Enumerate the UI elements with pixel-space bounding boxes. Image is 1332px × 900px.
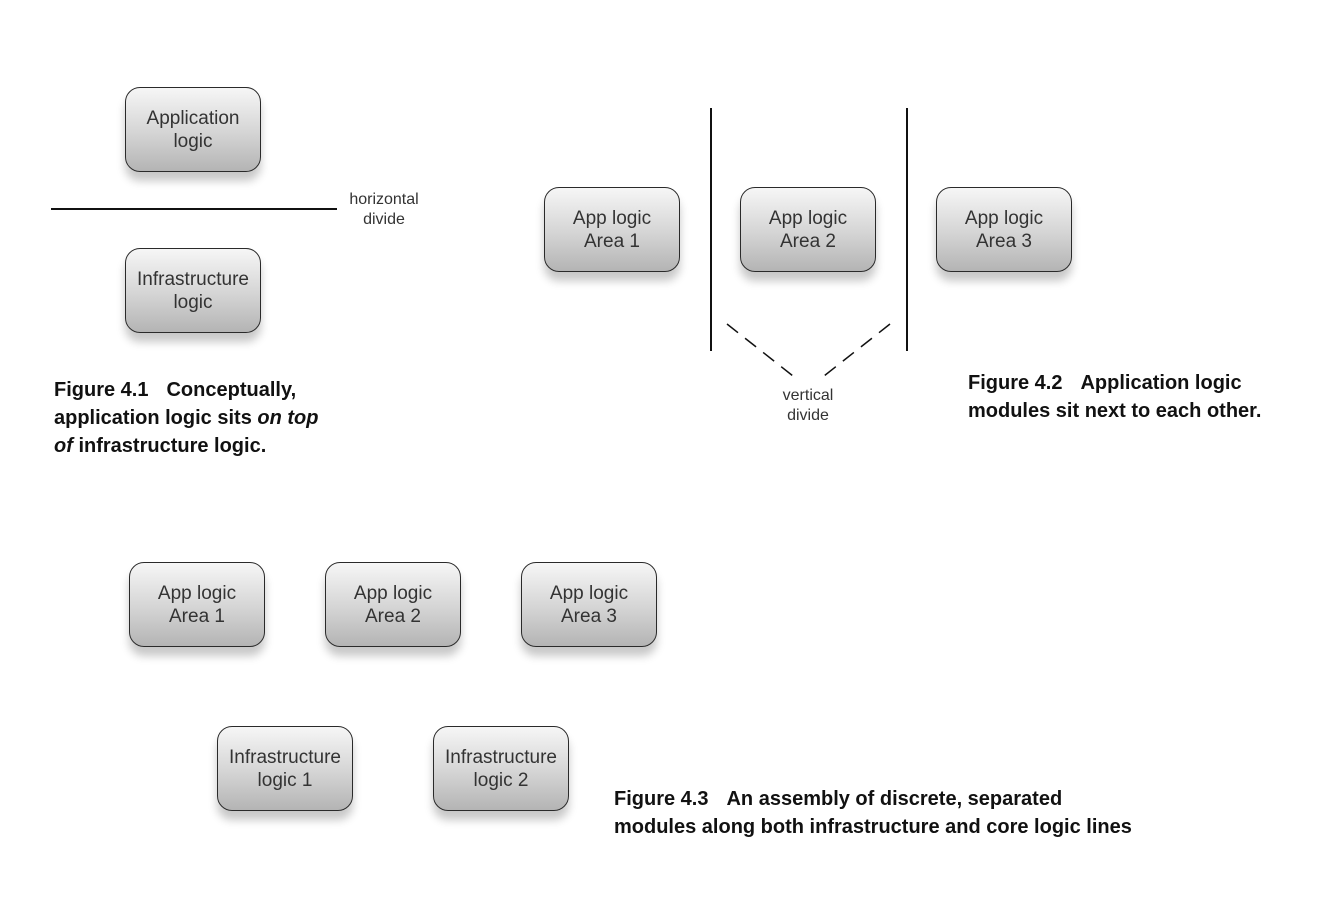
app-logic-area-2-box: App logic Area 2 [325, 562, 461, 647]
infrastructure-logic-box: Infrastructure logic [125, 248, 261, 333]
vertical-divide-line-left [710, 108, 712, 351]
box-label-line2: Area 3 [976, 230, 1032, 252]
caption-number: Figure 4.1 [54, 379, 149, 401]
box-label-line1: App logic [549, 582, 629, 604]
box-label-line2: logic [173, 130, 213, 152]
box-label-line2: logic 2 [473, 769, 529, 791]
vertical-divide-line-right [906, 108, 908, 351]
box-label-line2: logic 1 [257, 769, 313, 791]
box-label-line1: Infrastructure [445, 746, 557, 768]
box-label-line2: Area 1 [169, 605, 225, 627]
box-label-line1: App logic [157, 582, 237, 604]
box-label-line1: App logic [964, 207, 1044, 229]
app-logic-area-1-box: App logic Area 1 [129, 562, 265, 647]
app-logic-area-1-box: App logic Area 1 [544, 187, 680, 272]
box-label-line1: Infrastructure [229, 746, 341, 768]
application-logic-box: Application logic [125, 87, 261, 172]
box-label-line2: Area 2 [780, 230, 836, 252]
caption-number: Figure 4.3 [614, 788, 709, 810]
box-label-line1: App logic [572, 207, 652, 229]
horizontal-divide-label: horizontal divide [349, 191, 419, 228]
horizontal-divide-line [51, 208, 337, 210]
vertical-divide-label: vertical divide [782, 387, 834, 424]
app-logic-area-2-box: App logic Area 2 [740, 187, 876, 272]
infrastructure-logic-2-box: Infrastructure logic 2 [433, 726, 569, 811]
pointer-dashed-line-left [726, 323, 794, 377]
infrastructure-logic-1-box: Infrastructure logic 1 [217, 726, 353, 811]
app-logic-area-3-box: App logic Area 3 [521, 562, 657, 647]
box-label-line1: App logic [353, 582, 433, 604]
box-label-line1: Infrastructure [137, 268, 249, 290]
box-label-line2: Area 1 [584, 230, 640, 252]
box-label-line2: Area 3 [561, 605, 617, 627]
box-label-line1: App logic [768, 207, 848, 229]
box-label-line2: Area 2 [365, 605, 421, 627]
pointer-dashed-line-right [823, 323, 891, 377]
caption-number: Figure 4.2 [968, 372, 1063, 394]
box-label-line2: logic [173, 291, 213, 313]
box-label-line1: Application [146, 107, 240, 129]
app-logic-area-3-box: App logic Area 3 [936, 187, 1072, 272]
